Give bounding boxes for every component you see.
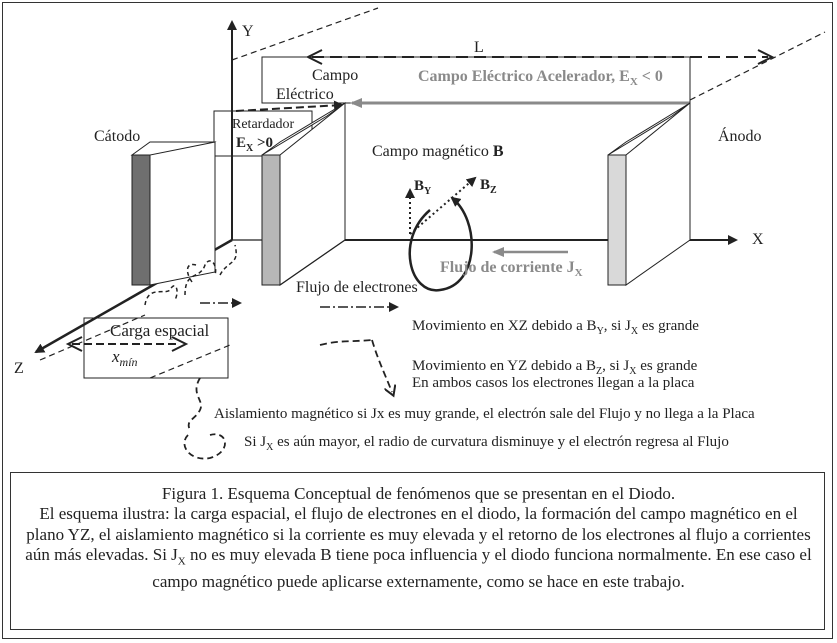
by-label: BY: [414, 178, 432, 197]
space-charge-label: Carga espacial: [110, 321, 210, 340]
magnetic-field-loop: [405, 176, 477, 292]
bz-label: BZ: [480, 177, 497, 196]
accelerating-field-box: [261, 49, 775, 108]
cathode-plate: [130, 141, 217, 286]
curvature-label: Si JX es aún mayor, el radio de curvatur…: [244, 434, 729, 453]
length-label: L: [474, 39, 484, 56]
perspective-lines: [39, 7, 826, 379]
axis-y-label: Y: [242, 23, 254, 40]
current-flow-label: Flujo de corriente JX: [440, 259, 583, 279]
retarding-label: Retardador: [232, 117, 295, 132]
grid-plate: [261, 101, 346, 286]
xz-motion-label: Movimiento en XZ debido a BY, si JX es g…: [412, 318, 699, 337]
isolation-trajectory: [183, 377, 226, 460]
axis-x-label: X: [752, 231, 764, 248]
retarding-field-value: EX >0: [236, 135, 273, 154]
magnetic-field-label: Campo magnético B: [372, 143, 504, 160]
bz-arrow: [409, 176, 477, 235]
electron-flow-label: Flujo de electrones: [296, 279, 418, 296]
retarding-field-arrow: [235, 100, 344, 112]
figure-caption-box: Figura 1. Esquema Conceptual de fenómeno…: [10, 472, 825, 630]
caption-title: Figura 1. Esquema Conceptual de fenómeno…: [161, 484, 676, 503]
magnetic-isolation-label: Aislamiento magnético si Jx es muy grand…: [214, 406, 755, 422]
space-charge-box: [83, 317, 229, 379]
yz-motion-label: Movimiento en YZ debido a BZ, si JX es g…: [412, 358, 698, 377]
space-charge-loops: [144, 244, 237, 306]
electric-field-label-2: Eléctrico: [276, 86, 334, 103]
caption-body: El esquema ilustra: la carga espacial, e…: [25, 504, 812, 592]
electric-field-label-1: Campo: [312, 67, 358, 84]
bottom-edge-line: [279, 239, 346, 286]
anode-label: Ánodo: [718, 126, 762, 145]
trajectory-legend: [319, 339, 392, 392]
x-min-label: xmín: [111, 347, 138, 369]
anode-plate: [607, 101, 691, 286]
accelerating-field-label: Campo Eléctrico Acelerador, EX < 0: [418, 68, 663, 88]
both-cases-label: En ambos casos los electrones llegan a l…: [412, 375, 695, 391]
cathode-label: Cátodo: [94, 128, 140, 145]
axis-z-label: Z: [14, 360, 24, 377]
